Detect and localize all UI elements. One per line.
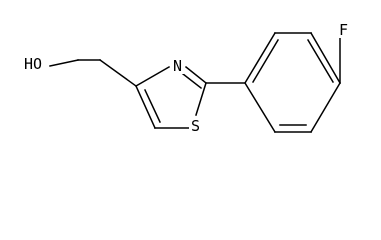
hydroxyl-label: HO xyxy=(24,55,42,73)
bond-ph-inner-right xyxy=(306,38,335,84)
bond-ph3-ph4 xyxy=(309,31,342,85)
bond-n3-c2-a xyxy=(184,65,208,85)
bond-ph4-ph5 xyxy=(309,81,342,134)
nitrogen-label: N xyxy=(173,57,182,75)
molecule-structure: HO N S F xyxy=(23,21,351,135)
bond-c5-c4-a xyxy=(135,85,156,129)
bond-c4-n3 xyxy=(134,65,171,88)
bond-ph1-ph2 xyxy=(243,31,277,85)
bond-ph-inner-left xyxy=(251,38,280,84)
bond-ch2-c4 xyxy=(98,58,138,88)
bond-o-ch2 xyxy=(49,59,79,67)
bond-c2-s1 xyxy=(195,82,207,116)
bond-ph6-ph1 xyxy=(243,81,277,134)
sulfur-label: S xyxy=(191,117,200,135)
label-mask-hydroxyl xyxy=(23,55,48,72)
label-mask-fluorine xyxy=(338,21,351,38)
label-mask-sulfur xyxy=(189,116,202,133)
bond-c5-c4-b xyxy=(144,89,161,123)
bond-n3-c2-b xyxy=(181,72,203,90)
fluorine-label: F xyxy=(339,21,348,39)
label-mask-nitrogen xyxy=(171,57,184,74)
